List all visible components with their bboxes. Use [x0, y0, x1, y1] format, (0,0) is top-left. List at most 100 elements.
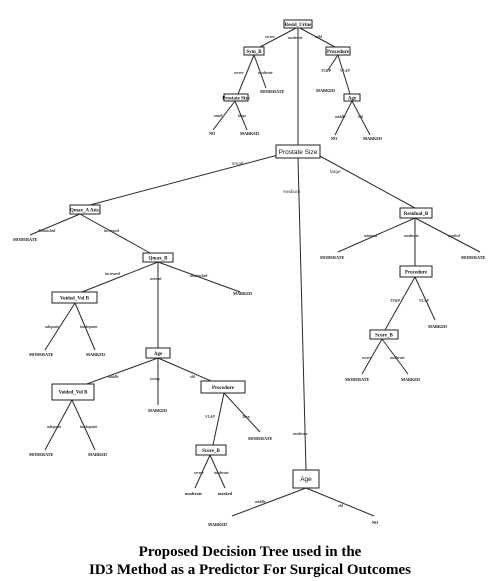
node-procedure-top: Procedure: [325, 46, 351, 56]
leaf-label: MARKED: [363, 136, 382, 141]
edge-label: moderate: [214, 471, 229, 475]
edge-label: severe: [361, 356, 372, 360]
svg-text:Qmax_B: Qmax_B: [149, 257, 169, 262]
svg-text:Prostate Size: Prostate Size: [279, 149, 318, 156]
edge-label: moderate: [404, 234, 419, 238]
node-prostate-size-top: Prostate Size: [222, 93, 251, 102]
svg-text:Voided_Vol B: Voided_Vol B: [59, 391, 89, 396]
edge-label: TURP: [390, 299, 401, 303]
leaf-label: MODERATE: [320, 255, 345, 260]
edge-label: moderate: [258, 71, 273, 75]
node-procedure-right: Procedure: [399, 265, 433, 278]
edge-label: severe: [233, 71, 244, 75]
node-age-bottom: Age: [292, 469, 320, 489]
edge-label: minimal: [364, 234, 378, 238]
edge-label: moderate: [293, 432, 308, 436]
edge-label: old: [338, 504, 343, 508]
edge-label: middle: [335, 115, 346, 119]
edge-label: mild: [315, 35, 322, 39]
leaf-label: MARKED: [86, 352, 105, 357]
edge-label: small: [232, 161, 243, 167]
node-resid-urine: Resid_Urine: [283, 19, 313, 29]
edge-label: Turp: [242, 415, 250, 419]
edge-label: severe: [264, 35, 275, 39]
svg-text:Age: Age: [300, 476, 312, 483]
svg-text:Age: Age: [154, 352, 163, 357]
leaf-label: MODERATE: [260, 89, 285, 94]
node-qmax-b: Qmax_B: [142, 252, 174, 263]
edge-label: moderate: [288, 36, 303, 40]
edge-label: severe: [193, 471, 204, 475]
leaf-label: NO: [331, 136, 338, 141]
edge-label: large: [330, 169, 341, 175]
edge-label: adequate: [45, 325, 59, 329]
leaf-label: MARKED: [208, 522, 227, 527]
edge-label: marked: [448, 234, 460, 238]
node-procedure-mid: Procedure: [200, 380, 246, 394]
edge-label: diminished: [190, 274, 207, 278]
leaf-label: MODERATE: [461, 255, 486, 260]
svg-text:Resid_Urine: Resid_Urine: [285, 23, 312, 28]
svg-text:Score_B: Score_B: [202, 449, 220, 454]
leaf-label: MARKED: [148, 408, 167, 413]
node-prostate-size: Prostate Size: [275, 144, 321, 159]
decision-tree-diagram: Resid_Urine Sym_B Procedure Prostate Siz…: [13, 19, 486, 527]
node-age-mid: Age: [145, 347, 171, 359]
svg-text:Residual_B: Residual_B: [404, 212, 429, 217]
svg-text:Score_B: Score_B: [375, 334, 393, 339]
svg-text:Prostate Size: Prostate Size: [222, 97, 250, 102]
leaf-label: MODERATE: [29, 452, 54, 457]
edge-label: small: [213, 114, 223, 118]
leaf-label: MARKED: [240, 131, 259, 136]
node-score-b-right: Score_B: [369, 329, 399, 340]
edge-label: middle: [255, 500, 266, 504]
node-sym-b: Sym_B: [243, 46, 265, 56]
figure-caption-line-1: Proposed Decision Tree used in the: [138, 544, 362, 560]
svg-text:Sym_B: Sym_B: [246, 50, 262, 55]
svg-text:Procedure: Procedure: [405, 271, 428, 276]
svg-text:Age: Age: [348, 97, 357, 102]
svg-text:Qmax_A Atts.: Qmax_A Atts.: [70, 209, 101, 214]
edge-label: large: [238, 114, 246, 118]
leaf-label: NO: [209, 131, 216, 136]
leaf-label: MODERATE: [29, 352, 54, 357]
leaf-labels: MODERATE MARKED NO MARKED NO MARKED MODE…: [13, 88, 486, 527]
edge-label: increased: [105, 272, 120, 276]
node-voided-vol-2: Voided_Vol B: [51, 383, 95, 401]
leaf-label: marked: [218, 491, 233, 496]
edge-label: inadequate: [80, 325, 98, 329]
leaf-label: MODERATE: [248, 436, 273, 441]
tree-edges: [29, 26, 481, 517]
node-residual-b: Residual_B: [399, 207, 433, 219]
svg-text:Voided_Vol B: Voided_Vol B: [60, 297, 90, 302]
edge-label: adequate: [47, 425, 61, 429]
edge-label: moderate: [390, 356, 405, 360]
leaf-label: MARKED: [401, 377, 420, 382]
edge-label: VLAP: [419, 299, 429, 303]
leaf-label: moderate: [185, 491, 202, 496]
edge-label: medium: [283, 189, 300, 195]
edge-labels: severe moderate mild severe moderate TUR…: [38, 35, 460, 508]
edge-label: diminished: [38, 229, 55, 233]
leaf-label: MARKED: [88, 452, 107, 457]
tree-nodes: Resid_Urine Sym_B Procedure Prostate Siz…: [51, 19, 433, 489]
svg-text:Procedure: Procedure: [212, 386, 235, 391]
leaf-label: MARKED: [316, 88, 335, 93]
leaf-label: NO: [372, 520, 379, 525]
leaf-label: MODERATE: [345, 377, 370, 382]
leaf-label: MODERATE: [13, 237, 38, 242]
edge-label: middle: [108, 375, 119, 379]
edge-label: normal: [150, 277, 162, 281]
svg-text:Procedure: Procedure: [327, 50, 350, 55]
node-score-b-mid: Score_B: [195, 444, 227, 456]
edge-label: young: [149, 377, 160, 381]
figure-caption-line-2: ID3 Method as a Predictor For Surgical O…: [88, 562, 412, 578]
edge-label: increased: [104, 229, 119, 233]
leaf-label: MARKED: [233, 291, 252, 296]
edge-label: inadequate: [80, 425, 98, 429]
edge-label: VLAP: [205, 415, 215, 419]
node-voided-vol-1: Voided_Vol B: [51, 291, 98, 304]
edge-label: TURP: [321, 69, 332, 73]
edge-label: VLAP: [340, 69, 350, 73]
node-qmax-a: Qmax_A Atts.: [69, 204, 101, 215]
